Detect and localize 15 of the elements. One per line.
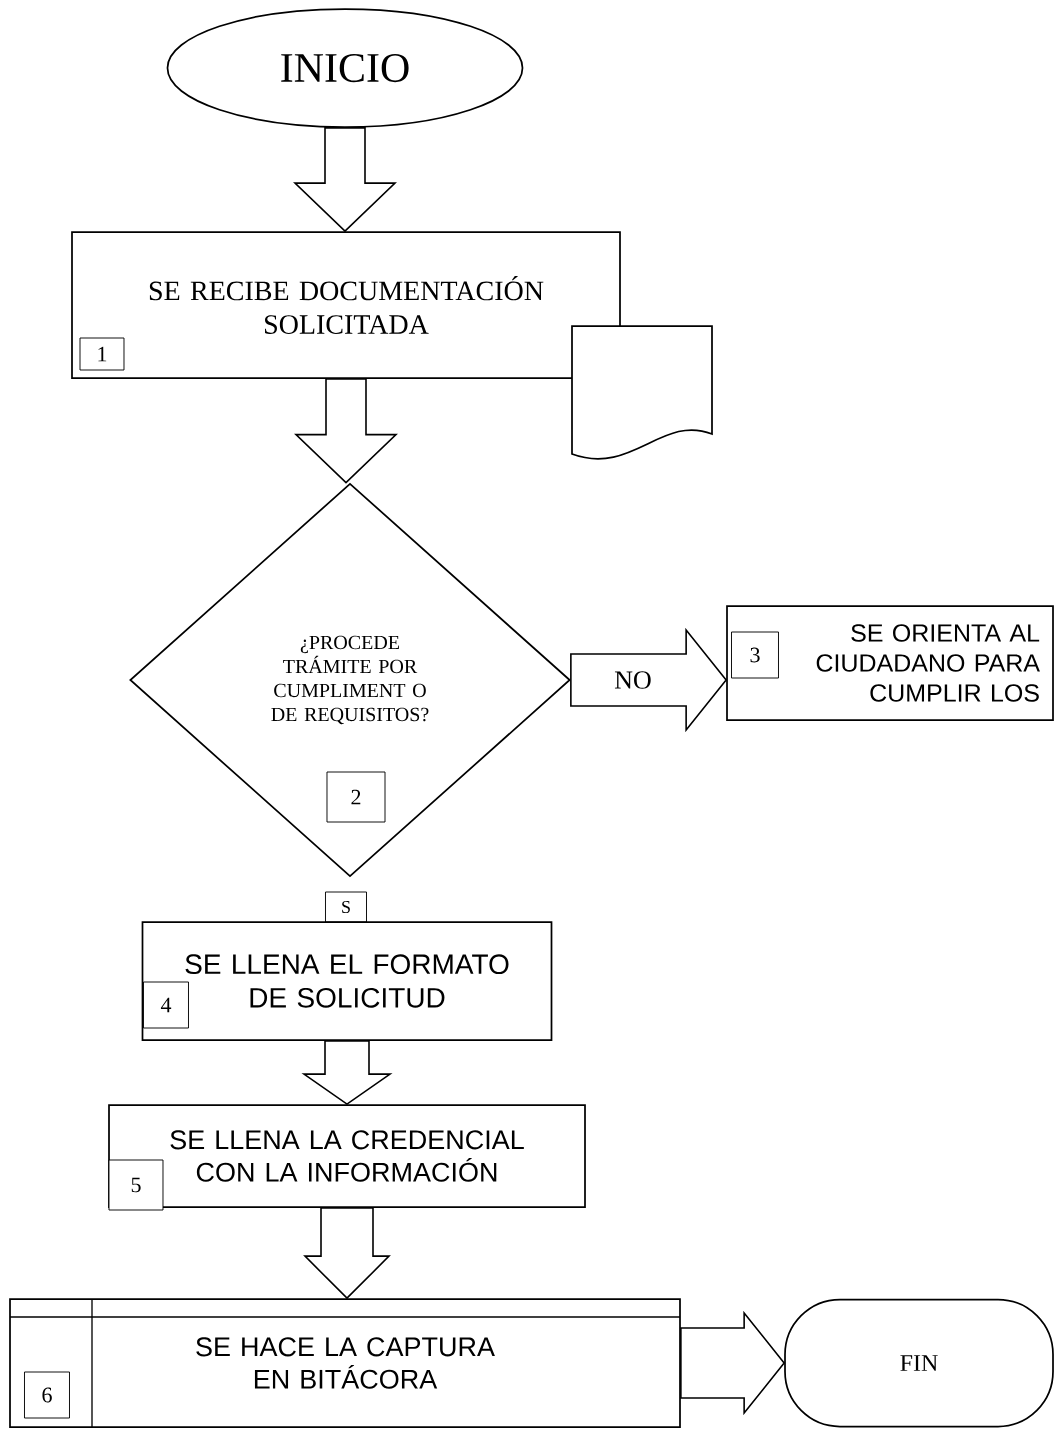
number-box: 1 — [79, 337, 125, 371]
block-arrow — [294, 378, 398, 484]
terminal-box: FIN — [784, 1298, 1054, 1428]
number-box: 5 — [108, 1159, 164, 1211]
block-arrow — [570, 627, 728, 733]
number-box: 2 — [326, 771, 386, 823]
number-box: 6 — [24, 1371, 70, 1419]
number-box: 4 — [143, 981, 189, 1029]
block-arrow — [301, 1040, 393, 1106]
document-symbol — [571, 325, 713, 460]
block-arrow — [293, 127, 397, 233]
number-box: 3 — [731, 631, 779, 679]
block-arrow — [680, 1310, 786, 1416]
block-arrow — [303, 1207, 391, 1300]
branch-label-box: S — [325, 891, 367, 923]
